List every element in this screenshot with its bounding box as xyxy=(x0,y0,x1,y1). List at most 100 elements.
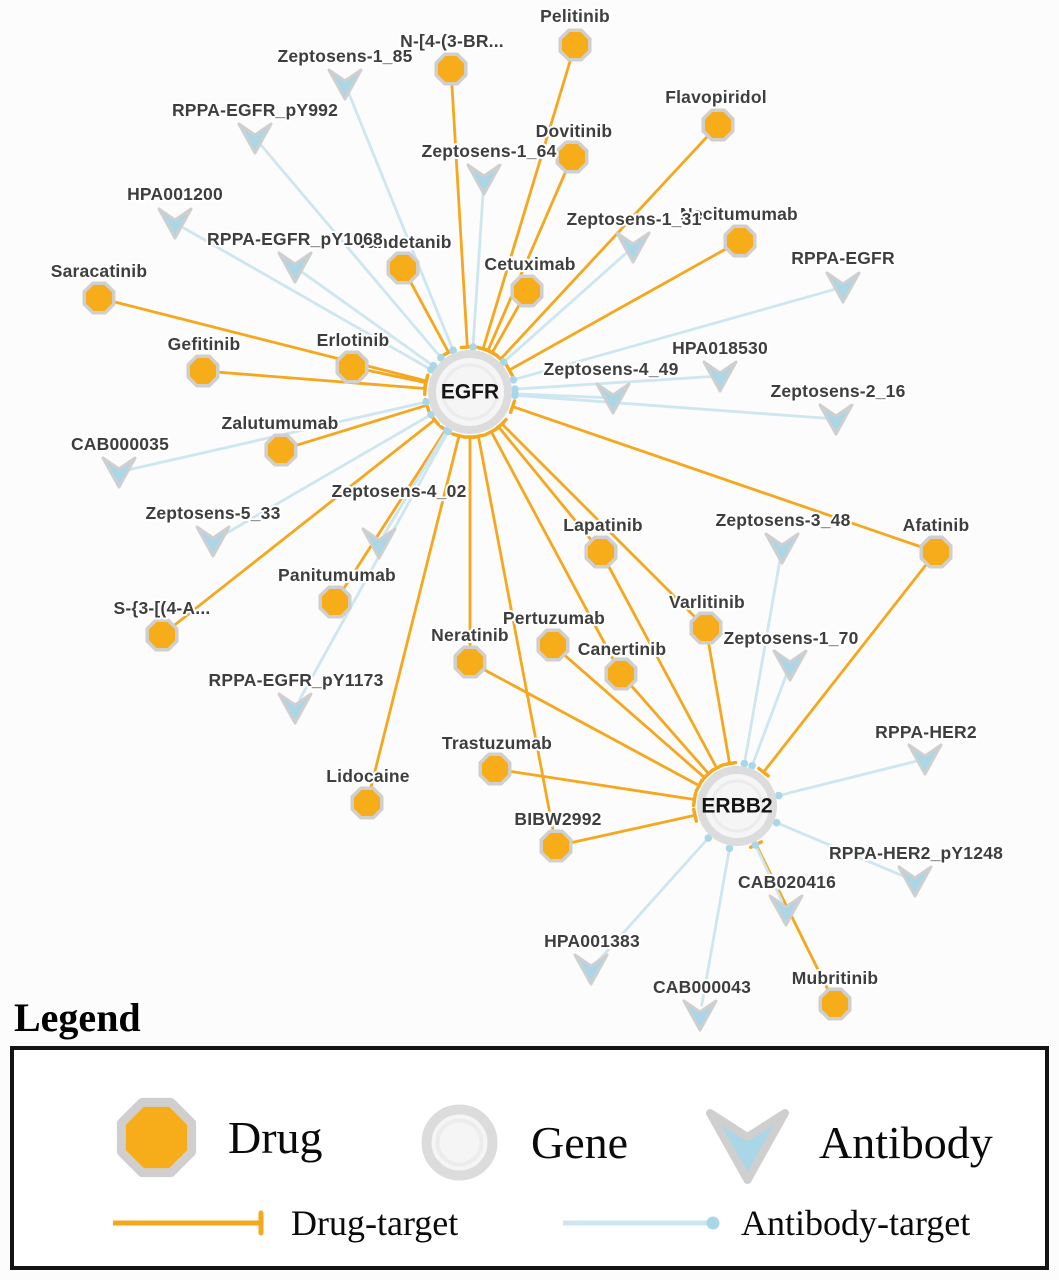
antibody-node-cab020416[interactable] xyxy=(768,894,804,927)
drug-node-s-3-4-a[interactable] xyxy=(145,618,179,652)
node-label: Panitumumab xyxy=(278,565,396,585)
drug-target-edge xyxy=(360,367,429,391)
node-label: Necitumumab xyxy=(680,204,798,224)
node-label: HPA001200 xyxy=(127,184,223,204)
node-label: RPPA-EGFR_pY1173 xyxy=(208,670,383,690)
drug-node-erlotinib[interactable] xyxy=(335,350,369,384)
drug-node-cetuximab[interactable] xyxy=(510,274,544,308)
antibody-node-zeptosens-1-70[interactable] xyxy=(772,649,808,682)
antibody-target-edge xyxy=(511,391,828,420)
drug-target-edge xyxy=(494,130,713,365)
drug-target-edge xyxy=(706,636,738,767)
node-label: Zeptosens-1_70 xyxy=(723,628,858,648)
antibody-target-edge xyxy=(511,375,712,393)
drug-node-trastuzumab[interactable] xyxy=(478,752,512,786)
node-label: Lapatinib xyxy=(563,515,643,535)
drug-node-panitumumab[interactable] xyxy=(318,585,352,619)
node-label: Zeptosens-1_31 xyxy=(566,209,701,229)
antibody-target-edge xyxy=(469,187,485,351)
drug-target-edge xyxy=(462,435,478,654)
drug-node-bibw2992[interactable] xyxy=(539,829,573,863)
node-label: Trastuzumab xyxy=(442,733,552,753)
drug-target-edge xyxy=(406,275,456,357)
antibody-target-line-icon xyxy=(563,1216,720,1230)
drug-node-pertuzumab[interactable] xyxy=(536,628,570,662)
drug-node-afatinib[interactable] xyxy=(919,535,953,569)
drug-node-zalutumumab[interactable] xyxy=(264,433,298,467)
drug-node-neratinib[interactable] xyxy=(453,645,487,679)
antibody-node-zeptosens-2-16[interactable] xyxy=(818,403,854,436)
antibody-target-edge xyxy=(220,410,435,538)
drug-node-varlitinib[interactable] xyxy=(689,611,723,645)
node-label: Zeptosens-3_48 xyxy=(715,510,850,530)
node-label: Canertinib xyxy=(578,639,667,659)
antibody-node-zeptosens-5-33[interactable] xyxy=(195,525,231,558)
antibody-icon xyxy=(706,1109,789,1184)
drug-node-n-4-3-br[interactable] xyxy=(434,52,468,86)
drug-target-edge xyxy=(368,432,467,795)
drug-target-edge xyxy=(503,769,698,808)
drug-node-dovitinib[interactable] xyxy=(555,140,589,174)
antibody-node-rppa-her2-py1248[interactable] xyxy=(897,865,933,898)
drug-node-mubritinib[interactable] xyxy=(818,987,852,1021)
antibody-node-zeptosens-1-85[interactable] xyxy=(327,68,363,101)
node-label: Cetuximab xyxy=(484,254,575,274)
antibody-target-edge xyxy=(740,556,782,768)
antibody-node-zeptosens-3-48[interactable] xyxy=(764,532,800,565)
antibody-target-edge xyxy=(772,818,908,879)
antibody-target-edge xyxy=(596,834,713,963)
antibody-node-rppa-egfr-py1173[interactable] xyxy=(277,692,313,725)
antibody-target-edge xyxy=(751,841,784,903)
antibody-node-hpa001383[interactable] xyxy=(573,953,609,986)
node-label: RPPA-EGFR_pY1068 xyxy=(207,229,383,249)
antibody-node-zeptosens-4-49[interactable] xyxy=(595,382,631,415)
legend-item-gene: Gene xyxy=(412,1095,628,1190)
antibody-node-zeptosens-1-64[interactable] xyxy=(466,163,502,196)
drug-node-necitumumab[interactable] xyxy=(723,224,757,258)
antibody-target-edge xyxy=(748,672,788,770)
drug-node-vandetanib[interactable] xyxy=(386,251,420,285)
node-label: Saracatinib xyxy=(51,261,148,281)
antibody-node-cab000035[interactable] xyxy=(101,456,137,489)
node-label: Zeptosens-4_02 xyxy=(331,481,466,501)
gene-node-egfr[interactable] xyxy=(428,350,512,434)
antibody-node-rppa-egfr-py1068[interactable] xyxy=(277,251,313,284)
antibody-target-edge xyxy=(298,427,452,701)
node-label: Gefitinib xyxy=(168,334,241,354)
node-label: N-[4-(3-BR... xyxy=(400,31,504,51)
legend-antibody-label: Antibody xyxy=(819,1117,993,1168)
antibody-node-zeptosens-1-31[interactable] xyxy=(615,231,651,264)
drug-node-lapatinib[interactable] xyxy=(584,535,618,569)
node-label: Pertuzumab xyxy=(503,608,605,628)
drug-target-line-icon xyxy=(113,1210,264,1236)
drug-node-canertinib[interactable] xyxy=(604,657,638,691)
node-label: RPPA-HER2_pY1248 xyxy=(829,843,1003,863)
antibody-node-hpa001200[interactable] xyxy=(157,207,193,240)
antibody-node-hpa018530[interactable] xyxy=(702,360,738,393)
drug-node-pelitinib[interactable] xyxy=(558,28,592,62)
node-label: RPPA-HER2 xyxy=(875,722,977,742)
legend-box: Drug Gene Antibody Drug-target xyxy=(10,1046,1049,1270)
drug-target-edge xyxy=(504,244,733,377)
antibody-node-zeptosens-4-02[interactable] xyxy=(361,527,397,560)
antibody-target-edge xyxy=(301,271,438,370)
antibody-node-rppa-egfr[interactable] xyxy=(825,271,861,304)
drug-node-gefitinib[interactable] xyxy=(186,354,220,388)
node-label: Zeptosens-1_85 xyxy=(277,46,412,66)
drug-node-flavopiridol[interactable] xyxy=(701,108,735,142)
gene-label: ERBB2 xyxy=(701,795,772,818)
gene-node-erbb2[interactable] xyxy=(697,766,777,846)
drug-target-edge xyxy=(485,298,524,358)
drug-target-edge xyxy=(626,680,715,780)
antibody-node-rppa-her2[interactable] xyxy=(907,743,943,776)
node-label: CAB000043 xyxy=(653,977,751,997)
drug-node-saracatinib[interactable] xyxy=(82,281,116,315)
antibody-target-edge xyxy=(509,288,835,384)
antibody-node-cab000043[interactable] xyxy=(682,999,718,1032)
drug-node-lidocaine[interactable] xyxy=(350,786,384,820)
legend-item-drug: Drug xyxy=(109,1090,323,1185)
antibody-target-edge xyxy=(260,144,445,362)
antibody-node-rppa-egfr-py992[interactable] xyxy=(237,122,273,155)
